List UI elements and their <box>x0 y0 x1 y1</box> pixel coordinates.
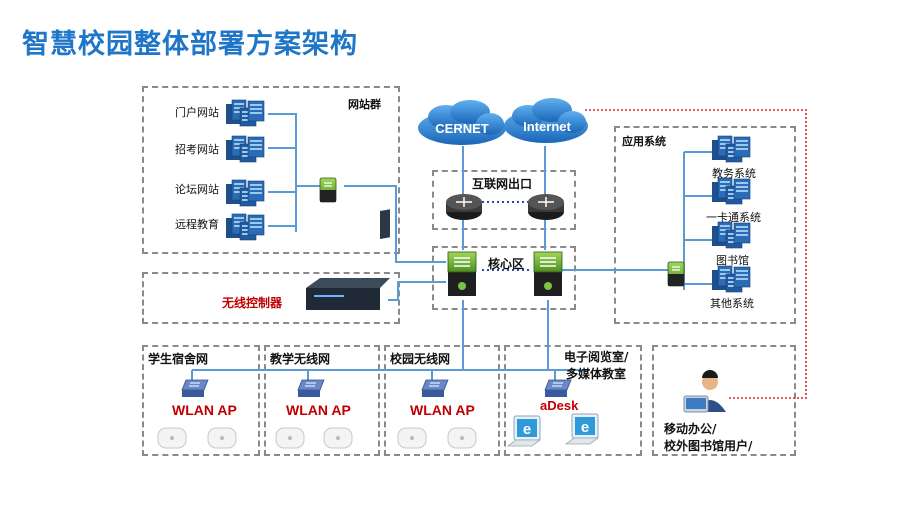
server-exam-icon <box>225 135 265 163</box>
server-label-portal: 门户网站 <box>175 106 219 119</box>
server-portal-icon <box>225 99 265 127</box>
internet-exit-title: 互联网出口 <box>472 177 533 191</box>
server-card-icon <box>711 177 751 205</box>
app-systems-title: 应用系统 <box>622 135 666 148</box>
server-library-icon <box>711 221 751 249</box>
internet-exit-zone <box>432 170 576 230</box>
app-switch-icon <box>667 261 685 287</box>
app-systems-zone <box>614 126 796 324</box>
core-switch-left-icon <box>447 251 477 297</box>
mobile-user-icon <box>683 370 726 413</box>
ap-icon <box>207 427 237 449</box>
wlan-ap-label: WLAN AP <box>410 402 475 418</box>
wlan-switch-reading-icon <box>544 379 572 398</box>
core-title: 核心区 <box>488 257 525 271</box>
wlan-zone-dorm-title: 学生宿舍网 <box>148 352 209 366</box>
app-label-other: 其他系统 <box>710 297 754 310</box>
core-zone <box>432 246 576 310</box>
ap-icon <box>447 427 477 449</box>
thin-client-pc-icon <box>507 415 541 447</box>
ap-icon <box>157 427 187 449</box>
web-switch-icon <box>319 177 337 203</box>
app-label-academic: 教务系统 <box>712 167 756 180</box>
mobile-label-2: 校外图书馆用户/ <box>664 439 753 453</box>
reading-room-title-2: 多媒体教室 <box>566 367 627 381</box>
ap-icon <box>275 427 305 449</box>
remote-access-line <box>585 109 807 399</box>
app-label-library: 图书馆 <box>716 254 749 267</box>
wireless-controller-icon <box>306 209 390 310</box>
server-forum-icon <box>225 179 265 207</box>
wlan-zone-teaching-title: 教学无线网 <box>270 352 331 366</box>
adesk-label: aDesk <box>540 398 579 413</box>
network-links <box>191 113 714 380</box>
ap-icon <box>397 427 427 449</box>
cernet-cloud <box>418 100 506 145</box>
internet-cloud <box>504 98 588 143</box>
reading-room-zone <box>504 345 642 456</box>
wlan-switch-dorm-icon <box>181 379 209 398</box>
web-group-zone <box>142 86 400 254</box>
server-label-forum: 论坛网站 <box>175 183 219 196</box>
server-label-exam: 招考网站 <box>175 143 219 156</box>
ap-icon <box>323 427 353 449</box>
page-title: 智慧校园整体部署方案架构 <box>22 29 358 60</box>
wlan-ap-label: WLAN AP <box>172 402 237 418</box>
server-other-icon <box>711 265 751 293</box>
mobile-label-1: 移动办公/ <box>664 422 717 436</box>
server-label-remote-edu: 远程教育 <box>175 218 219 231</box>
mobile-office-zone <box>652 345 796 456</box>
wlan-switch-campus-icon <box>421 379 449 398</box>
server-remote-edu-icon <box>225 213 265 241</box>
internet-label: Internet <box>523 119 571 134</box>
server-academic-icon <box>711 135 751 163</box>
thin-client-pc-icon <box>565 413 599 445</box>
web-group-title: 网站群 <box>348 98 381 111</box>
wireless-controller-label: 无线控制器 <box>222 296 283 310</box>
reading-room-title-1: 电子阅览室/ <box>564 350 629 364</box>
wlan-ap-label: WLAN AP <box>286 402 351 418</box>
core-switch-right-icon <box>533 251 563 297</box>
router-cernet-icon <box>445 193 483 221</box>
router-internet-icon <box>527 193 565 221</box>
wlan-zone-dorm <box>142 345 260 456</box>
wlan-zone-campus-title: 校园无线网 <box>390 352 451 366</box>
wlan-switch-teaching-icon <box>297 379 325 398</box>
wlan-zone-campus <box>384 345 500 456</box>
wlan-zone-teaching <box>264 345 380 456</box>
app-label-card: 一卡通系统 <box>706 211 761 224</box>
cernet-label: CERNET <box>435 121 489 136</box>
